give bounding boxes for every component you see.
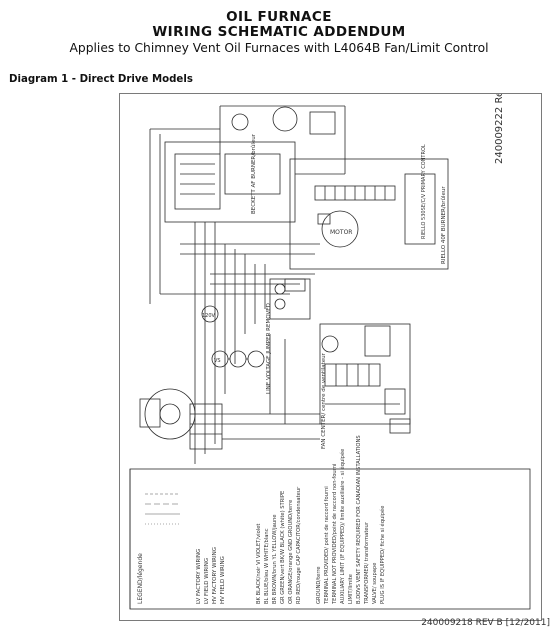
- footer-doc-number: 240009218 REV B [12/2011]: [421, 618, 550, 628]
- legend-wiring-1: LV FACTORY WIRING: [196, 549, 202, 604]
- ignitor-circle: [231, 113, 249, 131]
- fan-center-terminals: [324, 363, 381, 387]
- document-subtitle: Applies to Chimney Vent Oil Furnaces wit…: [69, 41, 489, 55]
- burner-terminal-block: [174, 153, 221, 210]
- burner-label: BECKETT AF BURNER/brûleur: [250, 133, 257, 214]
- riello-motor-circle: [321, 210, 359, 248]
- legend-wiring-3: HV FACTORY WIRING: [212, 547, 218, 604]
- legend-color-2: BL BLUE/bleu W WHITE/blanc: [264, 528, 270, 604]
- part-number-group: 240009222 Rev A: [494, 75, 505, 164]
- transformer-symbol: [201, 305, 219, 323]
- legend-symbol-2: TERMINAL PROVIDED/ point de raccord four…: [324, 486, 330, 605]
- wiring-schematic: 240009222 Rev A LINE VOLTAGE JUMPER REMO…: [129, 75, 531, 610]
- legend-color-5: OR ORANGE/orange GND GROUND/terre: [288, 500, 294, 604]
- line-voltage-label: 120V: [202, 313, 216, 319]
- legend-symbol-1: GROUND/terre: [316, 566, 322, 604]
- legend-symbol-8: VALVE/ soupape: [372, 563, 378, 604]
- part-number: 240009222 Rev A: [494, 94, 505, 164]
- document-title-line2: WIRING SCHEMATIC ADDENDUM: [152, 24, 406, 40]
- legend-symbol-4: AUXILIARY LIMIT (IF EQUIPPED)/ limite au…: [339, 449, 346, 604]
- riello-primary-control: [404, 173, 436, 245]
- legend-color-3: BR BROWN/brun YL YELLOW/jaune: [272, 514, 278, 604]
- fan-center-box: [319, 323, 411, 425]
- motor-label: MOTOR: [330, 229, 352, 236]
- riello-box: [289, 158, 449, 270]
- burner-control-box: [224, 153, 281, 195]
- line-voltage-group: LINE VOLTAGE JUMPER REMOVED: [266, 303, 272, 394]
- line-voltage-jumper-label: LINE VOLTAGE JUMPER REMOVED: [266, 303, 272, 394]
- legend-wiring-4: HV FIELD WIRING: [220, 556, 226, 604]
- diagram-title: Diagram 1 - Direct Drive Models: [9, 74, 193, 85]
- legend-color-4: GR GREEN/vert BK/W BLACK (white) STRIPE: [280, 491, 286, 604]
- burner-box: [164, 141, 296, 223]
- legend-symbol-9: PLUG IS IF EQUIPPED/ fiche si équipée: [379, 506, 386, 604]
- legend-symbol-7: TRANSFORMER/ transformateur: [364, 521, 370, 605]
- primary-control-label: RIELLO 530SE/C/V PRIMARY CONTROL: [421, 144, 427, 239]
- document-title-line1: OIL FURNACE: [226, 9, 332, 25]
- burner-motor-circle: [272, 106, 298, 132]
- legend-color-6: RD RED/rouge CAP CAPACITOR/condensateur: [296, 486, 302, 604]
- legend-color-1: BK BLACK/noir VI VIOLET/violet: [256, 524, 262, 604]
- legend-symbol-3: TERMINAL NOT PROVIDED/point de raccord n…: [332, 464, 338, 606]
- legend-heading: LEGEND/légende: [137, 553, 144, 604]
- legend-symbol-5: LIMIT/limite: [348, 574, 354, 604]
- riello-burner-label: RIELLO 40F BURNER/brûleur: [440, 186, 447, 264]
- wiring-diagram-frame: 240009222 Rev A LINE VOLTAGE JUMPER REMO…: [119, 75, 542, 621]
- motor-terminal-block: [189, 403, 223, 450]
- vs-label: VS: [214, 358, 221, 364]
- legend-box: [129, 468, 531, 610]
- legend-symbol-6: B.DDVS VENT SAFETY REQUIRED FOR CANADIAN…: [356, 435, 362, 604]
- blower-motor-circle: [144, 388, 196, 440]
- fan-center-label: FAN CENTER/ centre de ventilateur: [321, 352, 327, 449]
- burner-plug: [309, 111, 336, 135]
- legend-wiring-2: LV FIELD WIRING: [204, 558, 210, 604]
